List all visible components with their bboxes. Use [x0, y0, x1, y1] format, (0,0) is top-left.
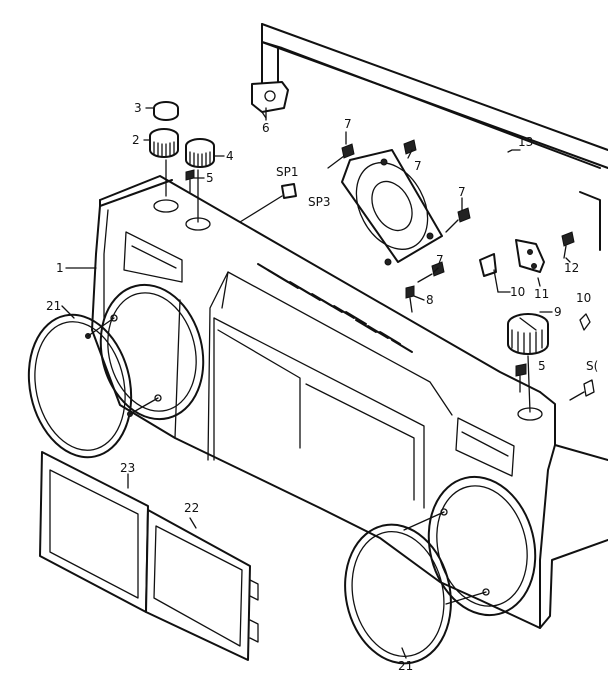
label-3: 3	[134, 101, 142, 115]
sp-cut-part	[569, 379, 595, 401]
part-4-knob	[185, 138, 215, 168]
part-7-screws	[327, 139, 471, 283]
part-sp3-speaker	[341, 149, 443, 266]
label-2: 2	[132, 133, 140, 147]
label-21-left: 21	[46, 299, 61, 313]
part-2-knob	[149, 128, 179, 197]
label-sp1: SP1	[276, 165, 299, 179]
label-5-left: 5	[206, 171, 214, 185]
label-6: 6	[262, 121, 270, 135]
part-3-cap	[153, 101, 179, 121]
part-11-bracket	[515, 239, 545, 273]
label-sp3: SP3	[308, 195, 331, 209]
right-speaker-opening	[427, 475, 537, 617]
label-23: 23	[120, 461, 135, 475]
left-speaker-opening	[99, 283, 205, 421]
label-sp-cut: S(	[586, 359, 598, 373]
label-12: 12	[564, 261, 579, 275]
label-1: 1	[56, 261, 64, 275]
part-23-door	[39, 451, 149, 613]
label-4: 4	[226, 149, 234, 163]
label-7-b: 7	[414, 159, 422, 173]
part-sp1	[239, 183, 297, 223]
part-10-right	[579, 313, 591, 331]
part-8	[405, 285, 415, 313]
leader-lines	[61, 107, 571, 659]
part-13-handle	[261, 23, 608, 251]
part-10-clip	[479, 253, 499, 293]
part-21-right-ring	[344, 511, 487, 665]
label-7-c: 7	[458, 185, 466, 199]
label-7-a: 7	[344, 117, 352, 131]
part-labels: 3 2 4 5 6 7 7 7 7 8 9 10 10 11 12 13 5 1…	[46, 101, 598, 673]
part-5-screw-right	[515, 355, 531, 413]
label-21-right: 21	[398, 659, 413, 673]
part-21-left-ring	[27, 313, 159, 459]
part-22-door	[145, 509, 259, 661]
label-11: 11	[534, 287, 549, 301]
label-7-d: 7	[436, 253, 444, 267]
label-10-a: 10	[510, 285, 525, 299]
label-22: 22	[184, 501, 199, 515]
part-6-bracket	[251, 81, 289, 119]
label-13: 13	[518, 135, 533, 149]
top-vent-slots	[257, 263, 413, 353]
label-8: 8	[426, 293, 434, 307]
part-5-screw-left	[185, 169, 199, 223]
label-9: 9	[554, 305, 562, 319]
label-5-right: 5	[538, 359, 546, 373]
part-9-knob	[507, 313, 549, 355]
part-12-screw	[561, 231, 575, 259]
label-10-b: 10	[576, 291, 591, 305]
